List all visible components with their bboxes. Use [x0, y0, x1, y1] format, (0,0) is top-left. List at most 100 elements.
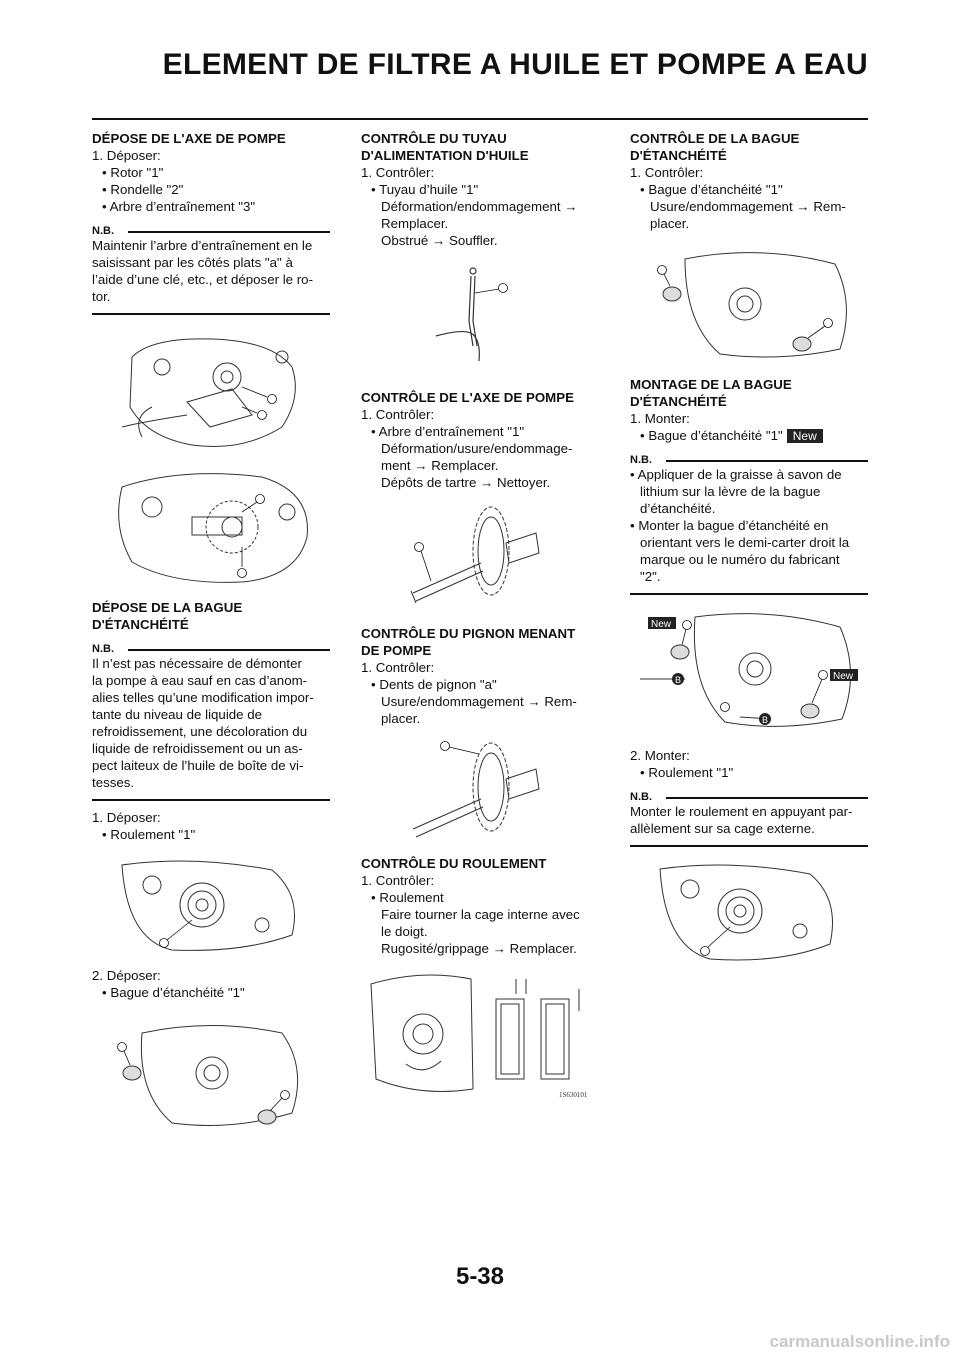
figure-bearing-install: [630, 859, 868, 969]
item-bague: • Bague d’étanchéité "1": [640, 428, 783, 443]
note-line: d’étanchéité.: [640, 501, 716, 516]
step-monter: 1. Monter:: [630, 411, 690, 426]
note-line: Monter le roulement en appuyant par-: [630, 804, 853, 819]
item-rotor: • Rotor "1": [102, 165, 164, 180]
figure-code: 1S630101: [559, 1091, 588, 1099]
note-label: N.B.: [630, 454, 652, 466]
step-deposer: 1. Déposer:: [92, 810, 161, 825]
item-dents: • Dents de pignon "a": [371, 677, 497, 692]
note-line: saisissant par les côtés plats "a" à: [92, 255, 293, 270]
heading-pignon: CONTRÔLE DU PIGNON MENANT: [361, 626, 576, 641]
detail-line: Usure/endommagement → Rem-: [650, 199, 846, 214]
item-roulement: • Roulement: [371, 890, 444, 905]
note-line: • Appliquer de la graisse à savon de: [630, 467, 842, 482]
detail-line: Déformation/endommagement →: [381, 199, 578, 214]
step-controler: 1. Contrôler:: [630, 165, 704, 180]
heading-montage-bague-2: D'ÉTANCHÉITÉ: [630, 394, 727, 409]
detail-line: Obstrué → Souffler.: [381, 233, 498, 248]
new-badge-box-1: [648, 617, 676, 629]
figure-bearing-removal: [92, 855, 330, 955]
new-badge: New: [786, 429, 823, 443]
figure-rotor-removal: [92, 327, 330, 455]
column-1: DÉPOSE DE L'AXE DE POMPE 1. Déposer: • R…: [92, 130, 330, 1145]
heading-depose-axe-pompe: DÉPOSE DE L'AXE DE POMPE: [92, 131, 286, 146]
note-label: N.B.: [630, 791, 652, 803]
detail-line: Faire tourner la cage interne avec: [381, 907, 580, 922]
page-number: 5-38: [455, 1263, 505, 1290]
note-line: la pompe à eau sauf en cas d’anom-: [92, 673, 308, 688]
detail-line: Dépôts de tartre → Nettoyer.: [381, 475, 551, 490]
figure-gear-removal: [92, 467, 330, 587]
figure-seal-removal: [92, 1013, 330, 1133]
heading-controle-bague: CONTRÔLE DE LA BAGUE: [630, 131, 800, 146]
item-bague-line: • Bague d’étanchéité "1"New: [630, 427, 868, 444]
note-line: tante du niveau de liquide de: [92, 707, 263, 722]
step-controler: 1. Contrôler:: [361, 407, 435, 422]
figure-pump-gear: [361, 739, 599, 843]
note-block: N.B. Monter le roulement en appuyant par…: [630, 791, 868, 847]
item-bague: • Bague d’étanchéité "1": [102, 985, 245, 1000]
note-rule: [666, 797, 868, 799]
detail-line: Rugosité/grippage → Remplacer.: [381, 941, 577, 956]
item-arbre: • Arbre d’entraînement "3": [102, 199, 256, 214]
heading-depose-bague: DÉPOSE DE LA BAGUE: [92, 600, 243, 615]
note-rule: [128, 649, 330, 651]
detail-line: placer.: [650, 216, 690, 231]
detail-line: Remplacer.: [381, 216, 449, 231]
item-rondelle: • Rondelle "2": [102, 182, 184, 197]
note-block: N.B. Maintenir l’arbre d’entraînement en…: [92, 225, 330, 315]
item-bague: • Bague d’étanchéité "1": [640, 182, 783, 197]
note-block: N.B. Il n’est pas nécessaire de démonter…: [92, 643, 330, 801]
item-arbre: • Arbre d’entraînement "1": [371, 424, 525, 439]
note-label: N.B.: [92, 643, 114, 655]
item-roulement: • Roulement "1": [640, 765, 734, 780]
note-line: Maintenir l’arbre d’entraînement en le: [92, 238, 313, 253]
figure-drive-shaft: [361, 503, 599, 613]
note-rule: [128, 231, 330, 233]
title-rule: [92, 118, 868, 120]
detail-line: placer.: [381, 711, 421, 726]
fig-new-badge: New: [833, 671, 854, 682]
detail-line: Usure/endommagement → Rem-: [381, 694, 577, 709]
detail-line: le doigt.: [381, 924, 428, 939]
note-line: orientant vers le demi-carter droit la: [640, 535, 850, 550]
heading-montage-bague: MONTAGE DE LA BAGUE: [630, 377, 792, 392]
note-rule: [666, 460, 868, 462]
note-label: N.B.: [92, 225, 114, 237]
note-line: marque ou le numéro du fabricant: [640, 552, 840, 567]
heading-tuyau: CONTRÔLE DU TUYAU: [361, 131, 507, 146]
page-title: ELEMENT DE FILTRE A HUILE ET POMPE A EAU: [162, 48, 868, 81]
item-roulement: • Roulement "1": [102, 827, 196, 842]
heading-roulement: CONTRÔLE DU ROULEMENT: [361, 856, 547, 871]
note-line: tesses.: [92, 775, 135, 790]
watermark: carmanualsonline.info: [769, 1332, 950, 1351]
note-line: lithium sur la lèvre de la bague: [640, 484, 821, 499]
step-monter-2: 2. Monter:: [630, 748, 690, 763]
heading-pignon-2: DE POMPE: [361, 643, 432, 658]
figure-oil-pipe: [361, 261, 599, 377]
note-line: "2".: [640, 569, 661, 584]
note-line: refroidissement, une décoloration du: [92, 724, 308, 739]
note-line: l’aide d’une clé, etc., et déposer le ro…: [92, 272, 314, 287]
step-deposer-2: 2. Déposer:: [92, 968, 161, 983]
note-line: pect laiteux de l’huile de boîte de vi-: [92, 758, 304, 773]
column-2: CONTRÔLE DU TUYAU D'ALIMENTATION D'HUILE…: [361, 130, 599, 1113]
fig-grease-mark: B: [762, 715, 768, 725]
detail-line: Déformation/usure/endommage-: [381, 441, 573, 456]
step-deposer: 1. Déposer:: [92, 148, 161, 163]
note-line: • Monter la bague d’étanchéité en: [630, 518, 829, 533]
note-line: tor.: [92, 289, 111, 304]
new-badge-box-2: [830, 669, 858, 681]
figure-seal-check: [630, 244, 868, 364]
note-line: allèlement sur sa cage externe.: [630, 821, 815, 836]
detail-line: ment → Remplacer.: [381, 458, 499, 473]
step-controler: 1. Contrôler:: [361, 873, 435, 888]
figure-bearing-check: 1S630101: [361, 969, 599, 1101]
note-line: Il n’est pas nécessaire de démonter: [92, 656, 302, 671]
column-3: CONTRÔLE DE LA BAGUE D'ÉTANCHÉITÉ 1. Con…: [630, 130, 868, 981]
note-line: alies telles qu’une modification impor-: [92, 690, 314, 705]
note-block: N.B. • Appliquer de la graisse à savon d…: [630, 454, 868, 595]
heading-controle-bague-2: D'ÉTANCHÉITÉ: [630, 148, 727, 163]
item-tuyau: • Tuyau d’huile "1": [371, 182, 479, 197]
heading-axe-pompe: CONTRÔLE DE L'AXE DE POMPE: [361, 390, 574, 405]
